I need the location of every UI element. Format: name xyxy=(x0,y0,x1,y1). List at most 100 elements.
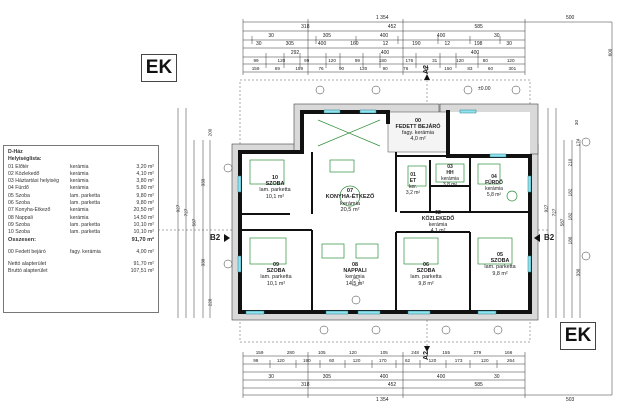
room-area: 10,1 m² xyxy=(265,193,285,200)
legend-title: D-Ház xyxy=(8,149,23,155)
room-material: lam. parketta xyxy=(484,264,516,271)
room-area: 14,50 m² xyxy=(133,214,154,221)
dim-value: 727 xyxy=(183,208,189,217)
dim-row: 318 452 585 xyxy=(262,382,522,388)
room-id: 01 xyxy=(410,172,416,178)
dim-value: 120 xyxy=(349,350,357,355)
ek-label-top: EK xyxy=(141,54,177,82)
room-material: lam. parketta xyxy=(259,187,291,194)
room-name: SZOBA xyxy=(490,258,510,265)
dim-value: 452 xyxy=(387,382,397,388)
dim-value: 318 xyxy=(301,382,310,388)
room-material: kerámia xyxy=(485,186,503,192)
dim-value: 120 xyxy=(328,58,336,63)
room-area: 10,1 m² xyxy=(266,280,286,287)
dim-value: 198 xyxy=(474,41,483,47)
dim-value: 305 xyxy=(322,33,332,39)
dim-value: 305 xyxy=(322,374,332,380)
dim-value: 585 xyxy=(474,382,483,388)
room-name: 06 Szoba xyxy=(8,200,30,207)
room-name: ET xyxy=(409,178,417,184)
room-material: kerámia xyxy=(340,200,360,207)
dim-value: 330 xyxy=(575,268,581,277)
room-name: 03 Háztartási helyiség xyxy=(8,178,60,185)
room-name: KÖZLEKEDŐ xyxy=(421,216,455,222)
room-label-06: 06 SZOBA lam. parketta 9,8 m² xyxy=(400,262,452,287)
room-material: lam. parketta xyxy=(70,229,100,236)
room-name: 02 Közlekedő xyxy=(8,170,40,177)
dim-value: 42 xyxy=(423,66,429,71)
dim-value: 166 xyxy=(504,350,513,355)
spacer xyxy=(70,268,122,275)
dim-value: 292 xyxy=(290,50,300,56)
room-id: 10 xyxy=(272,175,278,181)
dim-value: 927 xyxy=(175,204,181,213)
room-name: 10 Szoba xyxy=(8,229,30,236)
dim-value: 69 xyxy=(274,66,280,71)
room-area: 4,10 m² xyxy=(136,170,154,177)
room-id: 03 xyxy=(447,164,453,170)
room-name: FEDETT BEJÁRÓ xyxy=(395,124,441,130)
dim-value: 600 xyxy=(607,48,613,57)
room-material: kerámia xyxy=(70,185,89,192)
dim-column-left: 927 727 587 333 330 200 220 xyxy=(166,110,213,316)
dim-value: 333 xyxy=(200,178,206,187)
room-area: 4,0 m² xyxy=(410,136,426,142)
dim-value: 30 xyxy=(574,119,580,126)
room-label-02: 02 KÖZLEKEDŐ kerámia 4,1 m² xyxy=(412,210,464,234)
dim-value: 279 xyxy=(473,350,482,355)
room-name: 08 Nappali xyxy=(8,214,33,221)
room-name: 01 Előtér xyxy=(8,163,29,170)
dim-value: 120 xyxy=(359,66,368,71)
room-area: 20,50 m² xyxy=(133,207,154,214)
dim-value: 90 xyxy=(382,66,388,71)
room-label-10: 10 SZOBA lam. parketta 10,1 m² xyxy=(250,175,300,200)
room-name: 00 Fedett bejáró xyxy=(8,248,46,255)
dim-value: 585 xyxy=(474,24,483,30)
room-area: 9,80 m² xyxy=(136,200,154,207)
room-name: SZOBA xyxy=(416,268,436,275)
dim-value: 264 xyxy=(507,358,515,363)
dim-value: 400 xyxy=(470,50,480,56)
dim-value: 159 xyxy=(295,66,304,71)
dim-value: 400 xyxy=(317,41,327,47)
room-id: 00 xyxy=(415,118,421,124)
dim-value: 120 xyxy=(276,358,285,363)
total-value: 91,70 m² xyxy=(131,236,154,243)
room-area: 14,5 m² xyxy=(345,280,365,287)
dim-value: 190 xyxy=(412,41,421,47)
dim-bottom-total: 1 354 xyxy=(376,397,389,403)
section-marker-b2-left: B2 xyxy=(210,233,221,242)
dim-value: 76 xyxy=(318,66,324,71)
dim-value: 30 xyxy=(494,33,500,39)
room-material: kerámia xyxy=(70,207,89,214)
dim-value: 182 xyxy=(567,212,573,221)
room-name: HH xyxy=(446,170,454,176)
spacer xyxy=(70,237,122,244)
dim-value: 200 xyxy=(207,128,213,137)
dim-value: 120 xyxy=(352,358,361,363)
room-id: 06 xyxy=(423,262,429,268)
room-label-05: 05 SZOBA lam. parketta 9,8 m² xyxy=(474,252,526,277)
dim-value: 99 xyxy=(354,58,360,63)
room-material: lam. parketta xyxy=(410,274,442,281)
dim-value: 62 xyxy=(404,358,411,363)
room-name: 09 Szoba xyxy=(8,221,30,228)
room-label-07: 07 KONYHA-ÉTKEZŐ kerámia 20,5 m² xyxy=(318,188,382,214)
dim-value: 30 xyxy=(268,33,274,39)
dim-value: 99 xyxy=(253,358,259,363)
dim-value: 120 xyxy=(506,58,515,63)
